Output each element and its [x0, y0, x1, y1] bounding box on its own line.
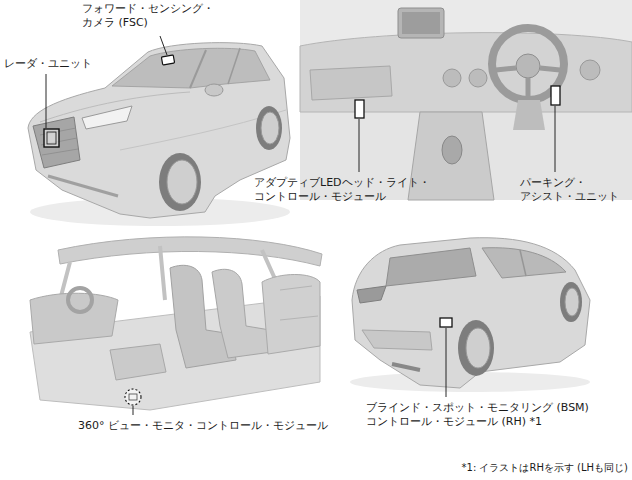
interior-view — [30, 237, 322, 410]
part-label: パーキング・ アシスト・ユニット — [520, 176, 628, 205]
fsc-marker — [161, 55, 174, 65]
radar-unit-marker — [44, 129, 59, 147]
dashboard-view — [300, 0, 632, 200]
part-label: ブラインド・スポット・モニタリング (BSM) コントロール・モジュール (RH… — [366, 401, 612, 430]
part-label: フォワード・センシング・ カメラ (FSC) — [82, 2, 224, 31]
part-label: レーダ・ユニット — [4, 57, 92, 71]
adaptive-led-module-marker — [355, 100, 364, 118]
leader-lines — [46, 36, 555, 415]
front-car-view — [28, 43, 290, 226]
leader-line — [160, 36, 167, 55]
part-label: アダプティブLEDヘッド・ライト・ コントロール・モジュール — [254, 176, 446, 205]
leader-line — [133, 406, 134, 415]
bsm-module-marker — [440, 318, 452, 327]
part-label: 360° ビュー・モニタ・コントロール・モジュール — [78, 419, 328, 433]
leader-line — [446, 328, 447, 397]
footnote: *1: イラストはRHを示す (LHも同じ) — [462, 461, 628, 474]
leader-line — [46, 74, 47, 128]
leader-line — [555, 106, 556, 172]
leader-line — [359, 119, 360, 172]
360-view-module-marker — [125, 389, 141, 405]
rear-car-view — [350, 238, 590, 392]
parking-assist-marker — [551, 86, 560, 105]
